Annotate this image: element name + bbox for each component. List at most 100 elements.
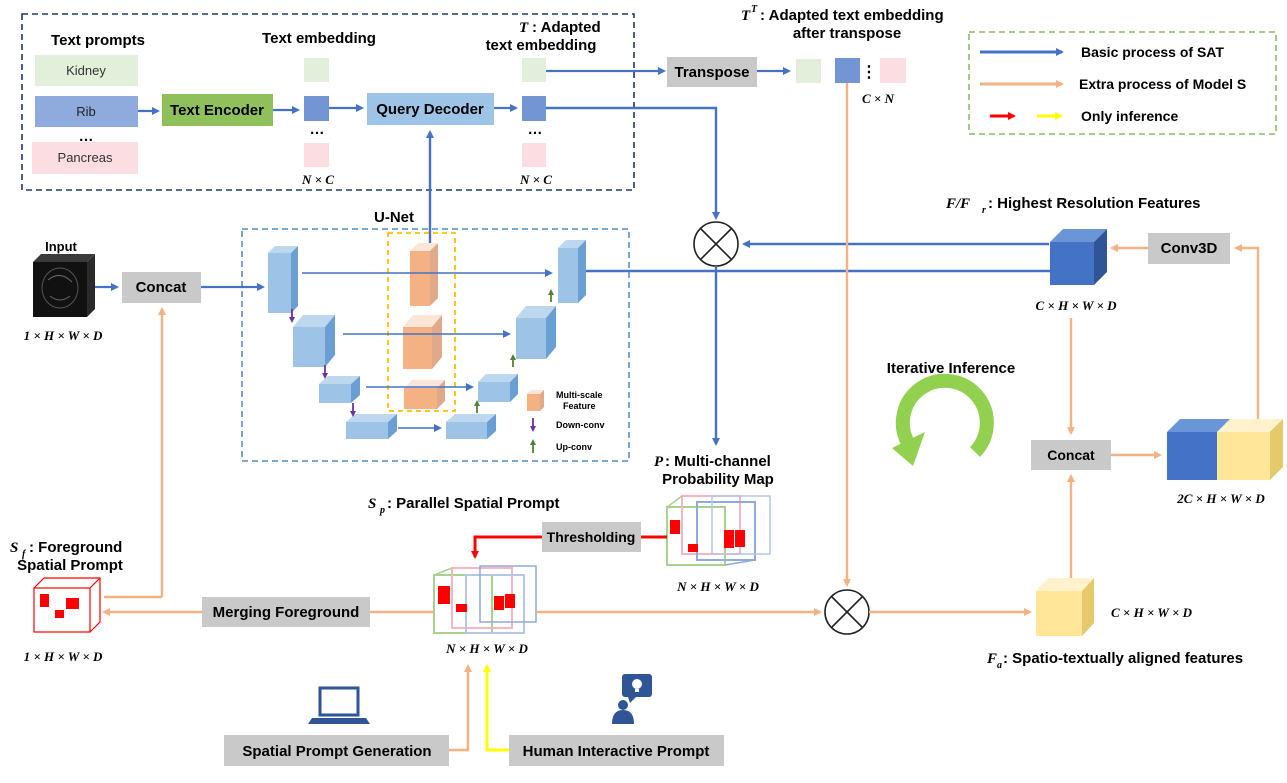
probmap-var: P	[654, 454, 664, 470]
feature-cube-blue	[1050, 229, 1107, 285]
adapted-dims: N × C	[519, 172, 552, 187]
embedding-ellipsis: …	[310, 121, 325, 138]
multiply-operator-top	[693, 221, 739, 267]
sf-dims: 1 × H × W × D	[24, 649, 103, 664]
sp-title: : Parallel Spatial Prompt	[387, 495, 560, 512]
input-dims: 1 × H × W × D	[24, 328, 103, 343]
adapted-cell-green	[522, 58, 546, 82]
iterative-title: Iterative Inference	[887, 360, 1015, 377]
merging-box	[202, 597, 370, 627]
thresholding-label: Thresholding	[547, 529, 636, 545]
probmap-dims: N × H × W × D	[676, 579, 759, 594]
tt-var: T	[741, 8, 751, 24]
aligned-sub: a	[997, 660, 1002, 671]
prompt-kidney-label: Kidney	[66, 63, 106, 78]
adapted-title-line2: text embedding	[486, 37, 597, 54]
transpose-label: Transpose	[674, 64, 749, 81]
arrow-2c-to-conv	[1234, 244, 1260, 421]
embedding-dims: N × C	[301, 172, 334, 187]
features-concat-box	[1031, 440, 1111, 470]
concat-cube-2c	[1167, 419, 1283, 480]
refresh-cycle-icon	[892, 373, 994, 466]
arrow-threshold-to-spatial	[471, 535, 542, 559]
transposed-cell-pink	[880, 58, 906, 83]
spatial-prompt-generation-box	[224, 735, 449, 766]
adapted-ellipsis: …	[528, 121, 543, 138]
text-encoder-box	[162, 94, 273, 126]
multiply-operator-bottom	[824, 589, 870, 635]
prompt-pancreas-label: Pancreas	[58, 150, 113, 165]
input-concat-label: Concat	[136, 279, 187, 296]
transposed-vdots: ⋮	[861, 64, 877, 81]
prompt-rib	[35, 96, 138, 127]
unet-title: U-Net	[374, 209, 414, 226]
human-interactive-label: Human Interactive Prompt	[523, 743, 710, 760]
query-decoder-box	[367, 93, 494, 125]
unet-legend-multiscale-1: Multi-scale	[556, 390, 603, 400]
legend-basic-label: Basic process of SAT	[1081, 44, 1224, 60]
adapted-t-var: T	[519, 20, 529, 36]
spatial-prompt-volume	[433, 565, 537, 634]
sp-sub: p	[379, 505, 385, 516]
query-decoder-label: Query Decoder	[376, 101, 484, 118]
probmap-title-2: Probability Map	[662, 471, 774, 488]
legend-extra-label: Extra process of Model S	[1079, 76, 1246, 92]
text-encoder-label: Text Encoder	[170, 102, 264, 119]
arrow-human-to-spatial	[483, 664, 509, 752]
aligned-feature-cube	[1036, 578, 1094, 636]
conv3d-label: Conv3D	[1161, 240, 1218, 257]
unet-legend-up: Up-conv	[556, 442, 592, 452]
text-embedding-header: Text embedding	[262, 30, 376, 47]
aligned-title: : Spatio-textually aligned features	[1003, 650, 1243, 667]
multiscale-highlight	[387, 232, 456, 412]
aligned-dims: C × H × W × D	[1111, 605, 1193, 620]
text-prompts-header: Text prompts	[51, 32, 145, 49]
adapted-title-line1: : Adapted	[532, 19, 601, 36]
transposed-dims: C × N	[862, 91, 895, 106]
unet-legend	[527, 390, 544, 453]
arrow-generation-to-spatial	[449, 664, 472, 752]
sf-title-1: : Foreground	[29, 539, 122, 556]
thresholding-box	[542, 522, 641, 552]
unet-up-arrows	[474, 289, 554, 413]
probmap-volume	[666, 495, 771, 566]
sp-dims: N × H × W × D	[445, 641, 528, 656]
embedding-cell-blue	[304, 96, 329, 121]
aligned-var: F	[986, 651, 997, 667]
legend-inference-label: Only inference	[1081, 108, 1178, 124]
human-idea-icon	[612, 674, 652, 724]
laptop-icon	[308, 686, 370, 724]
merging-label: Merging Foreground	[213, 604, 360, 621]
prompt-kidney	[35, 55, 138, 86]
unet-encoder-blocks	[268, 246, 397, 439]
unet-down-arrows	[289, 309, 356, 417]
features-var: F/F	[945, 196, 970, 212]
prompt-rib-label: Rib	[76, 104, 96, 119]
tt-title-line1: : Adapted text embedding	[760, 7, 944, 24]
input-volume-image	[33, 254, 95, 317]
features-sub: r	[982, 205, 986, 216]
input-concat-box	[122, 272, 201, 303]
unet-legend-multiscale-2: Feature	[563, 401, 596, 411]
features-title: : Highest Resolution Features	[988, 195, 1201, 212]
probmap-title-1: : Multi-channel	[665, 453, 771, 470]
prompt-pancreas	[32, 142, 138, 174]
legend-box	[968, 31, 1277, 135]
embedding-cell-pink	[304, 143, 329, 167]
text-module-box	[21, 13, 635, 191]
unet-box	[241, 228, 630, 462]
transposed-cell-green	[796, 59, 821, 83]
unet-decoder-blocks	[446, 240, 586, 439]
embedding-cell-green	[304, 58, 329, 82]
conv3d-box	[1148, 233, 1230, 264]
transposed-cell-blue	[835, 58, 860, 83]
transpose-box	[667, 57, 757, 87]
unet-skip-connections	[302, 269, 553, 432]
tt-sup: T	[751, 4, 758, 15]
unet-multiscale-blocks	[403, 243, 445, 409]
concat-2c-dims: 2C × H × W × D	[1176, 491, 1265, 506]
human-interactive-box	[509, 735, 724, 766]
features-dims: C × H × W × D	[1036, 298, 1118, 313]
sf-var: S	[10, 540, 18, 556]
